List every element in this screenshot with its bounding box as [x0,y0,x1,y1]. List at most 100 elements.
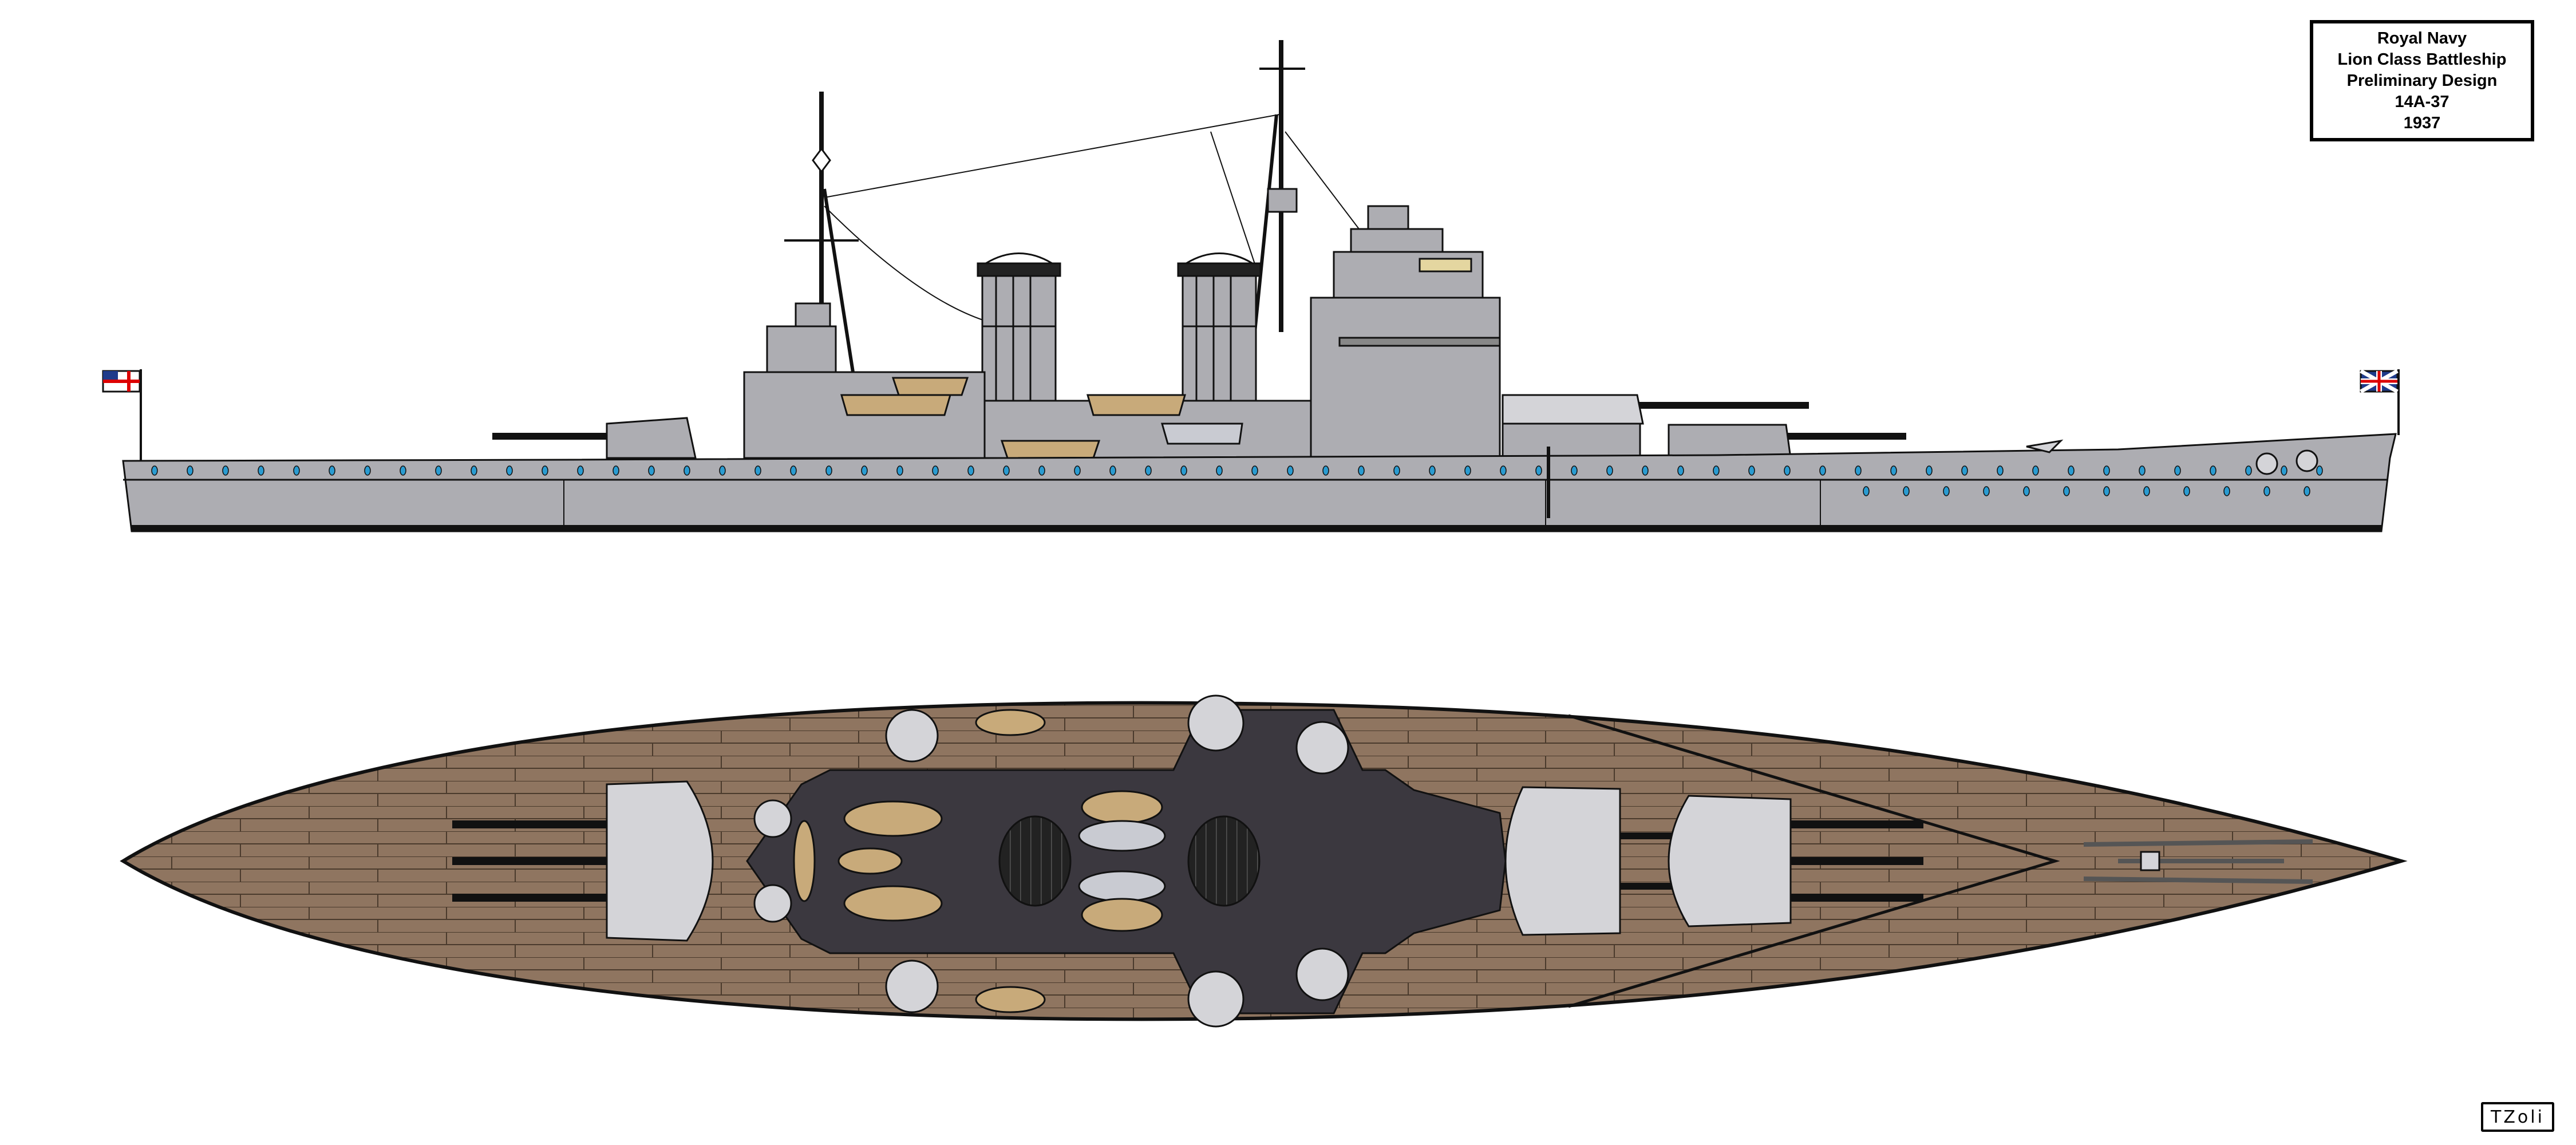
porthole [2281,465,2287,476]
porthole [2103,486,2110,496]
title-year: 1937 [2403,113,2441,132]
porthole [1819,465,1826,476]
union-jack-flag [2360,369,2400,435]
porthole [1713,465,1720,476]
porthole [1429,465,1436,476]
porthole [2143,486,2150,496]
porthole [861,465,868,476]
porthole [2023,486,2030,496]
side-hull [122,433,2397,532]
aft-funnel [977,252,1061,402]
porthole [1358,465,1365,476]
porthole [1863,486,1870,496]
porthole [967,465,974,476]
turret-x-top [452,780,714,942]
secondary-turrets [753,694,1349,1028]
porthole [542,465,548,476]
porthole [1784,465,1791,476]
porthole [577,465,584,476]
porthole [1997,465,2004,476]
porthole [2068,465,2075,476]
title-design-number: 14A-37 [2395,92,2449,111]
porthole [1216,465,1223,476]
porthole [1903,486,1910,496]
porthole [896,465,903,476]
porthole [400,465,406,476]
anchor-icon [2255,452,2278,475]
porthole [754,465,761,476]
porthole [329,465,335,476]
portholes [151,465,2323,496]
turret-a-side [1668,424,1906,459]
turret-b-side [1502,394,1809,459]
capstan [2140,851,2160,871]
porthole [2103,465,2110,476]
porthole [364,465,371,476]
porthole [1890,465,1897,476]
porthole [2316,465,2323,476]
porthole [2304,486,2310,496]
porthole [1500,465,1507,476]
porthole [293,465,300,476]
porthole [2263,486,2270,496]
porthole [506,465,513,476]
porthole [1943,486,1950,496]
porthole [2063,486,2070,496]
porthole [1677,465,1684,476]
porthole [1855,465,1862,476]
porthole [648,465,655,476]
porthole [258,465,264,476]
porthole [2174,465,2181,476]
title-class: Lion Class Battleship [2337,50,2507,69]
porthole [2223,486,2230,496]
foremast [1252,40,1305,344]
porthole [1464,465,1471,476]
hull-panel-lines [563,447,1821,527]
porthole [1961,465,1968,476]
artist-signature: TZoli [2481,1102,2554,1132]
turret-a-top [1668,795,1923,927]
porthole [1535,465,1542,476]
side-profile [102,40,2400,532]
porthole [2183,486,2190,496]
title-block: Royal Navy Lion Class Battleship Prelimi… [2310,20,2534,141]
anchor-icon [2296,449,2318,472]
porthole [151,465,158,476]
porthole [1109,465,1116,476]
porthole [1748,465,1755,476]
porthole [2139,465,2146,476]
porthole [1606,465,1613,476]
porthole [222,465,229,476]
porthole [613,465,619,476]
porthole [1983,486,1990,496]
porthole [683,465,690,476]
rigging-wires [824,114,1403,321]
porthole [1145,465,1152,476]
porthole [1926,465,1933,476]
porthole [1038,465,1045,476]
porthole [1180,465,1187,476]
porthole [2245,465,2252,476]
superstructure [743,205,1501,459]
porthole [1003,465,1010,476]
porthole [719,465,726,476]
porthole [1571,465,1578,476]
porthole [1393,465,1400,476]
porthole [435,465,442,476]
plan-view [120,694,2408,1028]
porthole [471,465,477,476]
title-design: Preliminary Design [2346,71,2498,90]
aft-funnel-top [998,815,1072,907]
forward-funnel-top [1187,815,1261,907]
porthole [1322,465,1329,476]
porthole [1287,465,1294,476]
breakwater [1568,714,2060,1008]
porthole [1251,465,1258,476]
porthole [1074,465,1081,476]
forward-funnel [1177,252,1262,402]
porthole [187,465,193,476]
plan-boats [793,709,1166,1013]
porthole [932,465,939,476]
porthole [1642,465,1649,476]
